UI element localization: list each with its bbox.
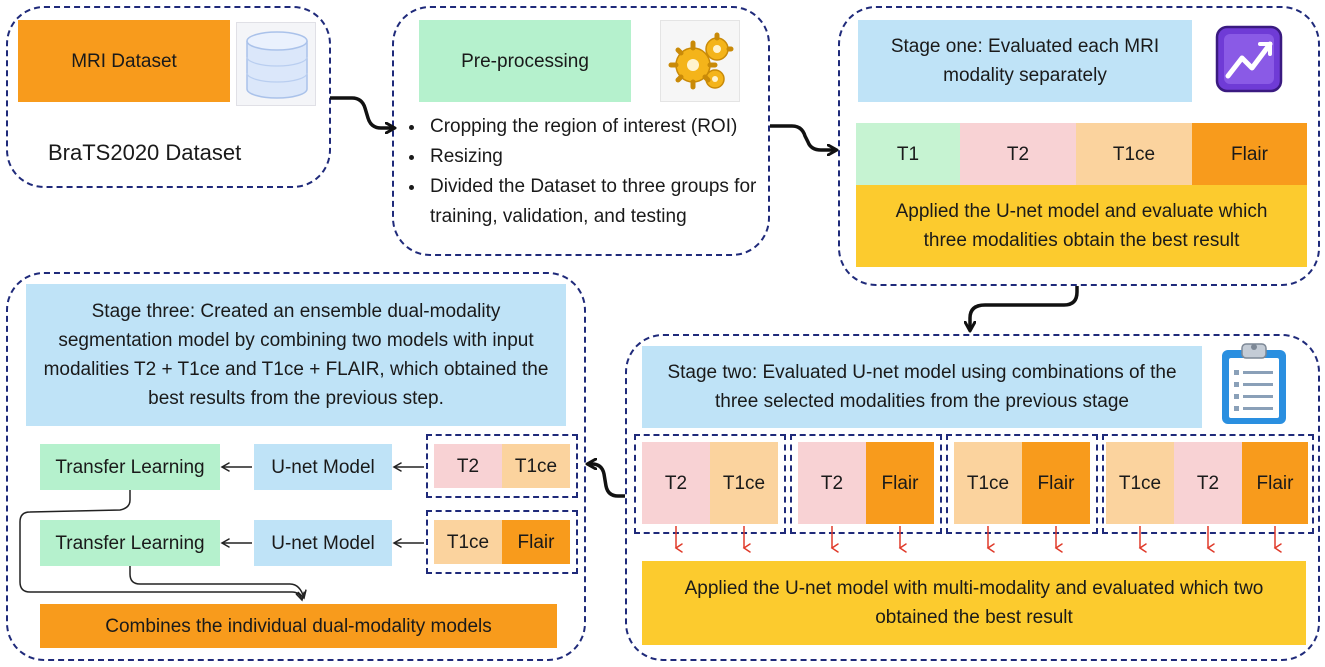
combo-group-2	[790, 434, 942, 534]
input-group-1	[426, 434, 578, 498]
transfer-learning-2: Transfer Learning	[40, 520, 220, 566]
stage-three-panel	[6, 272, 586, 661]
combo-3-t1ce: T1ce	[954, 442, 1022, 524]
combo-4-flair: Flair	[1242, 442, 1308, 524]
stage-three-title: Stage three: Created an ensemble dual-mo…	[26, 284, 566, 426]
gears-icon	[660, 20, 740, 102]
combo-3-flair: Flair	[1022, 442, 1090, 524]
combo-group-1	[634, 434, 786, 534]
database-icon	[236, 22, 316, 106]
combo-1-t1ce: T1ce	[710, 442, 778, 524]
modality-flair: Flair	[1192, 123, 1307, 185]
arrow-preprocessing-to-stage-one	[770, 124, 836, 150]
stage-one-result: Applied the U-net model and evaluate whi…	[856, 185, 1307, 267]
step-divide-dataset: Divided the Dataset to three groups for …	[426, 172, 778, 232]
modality-t1ce: T1ce	[1076, 123, 1192, 185]
preprocessing-title: Pre-processing	[419, 20, 631, 102]
combo-4-t1ce: T1ce	[1106, 442, 1174, 524]
input-1-t1ce: T1ce	[502, 444, 570, 488]
unet-model-2: U-net Model	[254, 520, 392, 566]
combine-models-box: Combines the individual dual-modality mo…	[40, 604, 557, 648]
combo-4-t2: T2	[1174, 442, 1242, 524]
input-2-flair: Flair	[502, 520, 570, 564]
arrow-stage-one-to-stage-two	[970, 286, 1079, 330]
combo-2-flair: Flair	[866, 442, 934, 524]
step-crop-roi: Cropping the region of interest (ROI)	[426, 112, 778, 142]
dataset-caption: BraTS2020 Dataset	[48, 140, 242, 165]
input-group-2	[426, 510, 578, 574]
input-2-t1ce: T1ce	[434, 520, 502, 564]
mri-dataset-box: MRI Dataset	[18, 20, 230, 102]
preprocessing-steps: Cropping the region of interest (ROI) Re…	[404, 112, 778, 232]
input-1-t2: T2	[434, 444, 502, 488]
stage-two-panel	[625, 334, 1320, 661]
combo-1-t2: T2	[642, 442, 710, 524]
modality-t2: T2	[960, 123, 1076, 185]
arrow-dataset-to-preprocessing	[330, 96, 394, 128]
stage-one-title: Stage one: Evaluated each MRI modality s…	[858, 20, 1192, 102]
modality-t1: T1	[856, 123, 960, 185]
stage-one-panel	[838, 6, 1320, 286]
clipboard-icon	[1218, 338, 1290, 428]
combo-group-3	[946, 434, 1098, 534]
step-resizing: Resizing	[426, 142, 778, 172]
stage-two-title: Stage two: Evaluated U-net model using c…	[642, 346, 1202, 428]
transfer-learning-1: Transfer Learning	[40, 444, 220, 490]
combo-2-t2: T2	[798, 442, 866, 524]
unet-model-1: U-net Model	[254, 444, 392, 490]
trend-chart-icon	[1214, 24, 1284, 94]
stage-two-result: Applied the U-net model with multi-modal…	[642, 561, 1306, 645]
arrow-stage-two-to-stage-three	[588, 464, 625, 498]
